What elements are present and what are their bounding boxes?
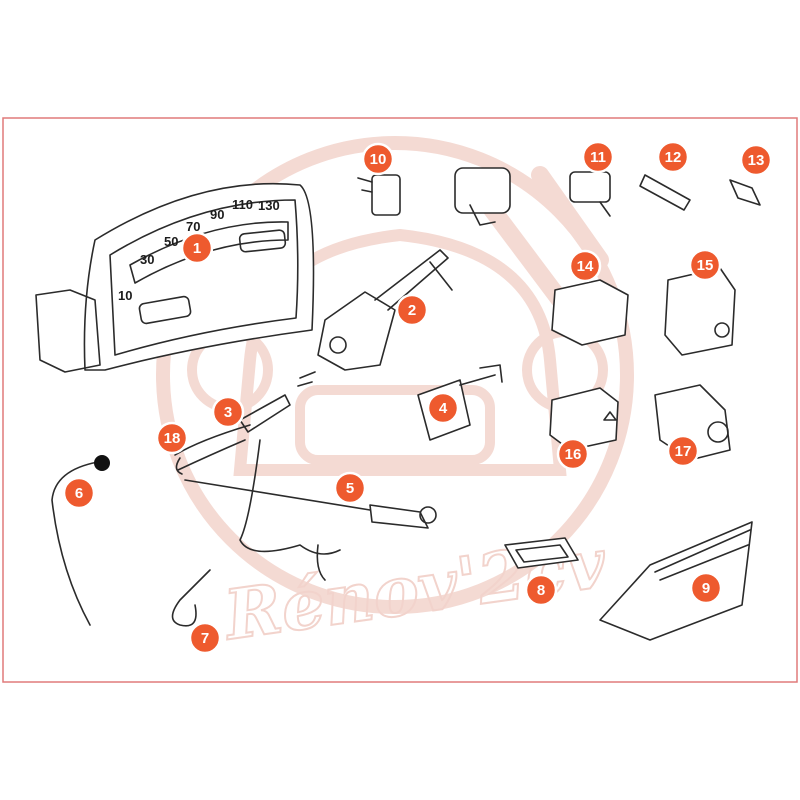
combination-switch-drawing (297, 249, 453, 387)
callout-12: 12 (656, 140, 690, 174)
callout-number: 11 (590, 149, 606, 166)
callout-badge (155, 421, 189, 455)
callout-badge (568, 249, 602, 283)
speedometer-drawing: 10 30 50 70 90 110 130 (35, 182, 315, 373)
callout-badge (62, 476, 96, 510)
callout-badge (333, 471, 367, 505)
callout-number: 6 (75, 485, 83, 502)
grille-trim-drawing (504, 537, 579, 569)
callout-9: 9 (689, 571, 723, 605)
callout-number: 10 (370, 151, 387, 168)
callout-number: 17 (675, 443, 692, 460)
rocker-switch-lamp-drawing (664, 267, 736, 356)
callout-3: 3 (211, 395, 245, 429)
callout-11: 11 (581, 140, 615, 174)
callout-number: 18 (164, 430, 181, 447)
sensor-drawing (729, 179, 761, 206)
cable-drawing (184, 439, 437, 581)
callout-badge (211, 395, 245, 429)
callout-13: 13 (739, 143, 773, 177)
connector-drawing (639, 174, 691, 211)
callout-2: 2 (395, 293, 429, 327)
callout-number: 9 (702, 580, 710, 597)
callout-number: 7 (201, 630, 209, 647)
glovebox-trim-drawing (599, 521, 753, 641)
callout-7: 7 (188, 621, 222, 655)
switch-drawing (569, 171, 611, 217)
callout-badge (666, 434, 700, 468)
callout-number: 1 (193, 240, 201, 257)
speedometer-tick: 30 (140, 252, 154, 267)
callout-8: 8 (524, 573, 558, 607)
callout-15: 15 (688, 248, 722, 282)
cable-tie-drawing (171, 569, 211, 627)
speedometer-tick: 10 (118, 288, 132, 303)
callout-number: 8 (537, 582, 545, 599)
callout-badge (739, 143, 773, 177)
speedometer-tick: 90 (210, 207, 224, 222)
callout-badge (656, 140, 690, 174)
callout-number: 15 (697, 257, 714, 274)
rod-knob-drawing (51, 455, 110, 626)
callout-badge (188, 621, 222, 655)
ignition-switch-drawing (357, 167, 511, 226)
callout-5: 5 (333, 471, 367, 505)
rocker-switch-drawing (551, 279, 629, 346)
callout-badge (361, 142, 395, 176)
callout-number: 3 (224, 404, 232, 421)
callout-10: 10 (361, 142, 395, 176)
callout-badge (688, 248, 722, 282)
callout-6: 6 (62, 476, 96, 510)
callout-badge (180, 231, 214, 265)
hazard-switch-drawing (549, 387, 619, 451)
callout-badge (395, 293, 429, 327)
callout-badge (426, 391, 460, 425)
callout-17: 17 (666, 434, 700, 468)
callout-18: 18 (155, 421, 189, 455)
speedometer-tick: 70 (186, 219, 200, 234)
callout-14: 14 (568, 249, 602, 283)
callout-number: 12 (665, 149, 682, 166)
speedometer-tick: 110 (232, 197, 253, 212)
callout-4: 4 (426, 391, 460, 425)
callout-badge (556, 437, 590, 471)
speedometer-tick: 130 (258, 198, 280, 213)
callout-number: 16 (565, 446, 582, 463)
callout-number: 5 (346, 480, 354, 497)
callout-number: 4 (439, 400, 448, 417)
callout-badge (689, 571, 723, 605)
callout-number: 13 (748, 152, 765, 169)
callout-1: 1 (180, 231, 214, 265)
speedometer-tick: 50 (164, 234, 178, 249)
callout-number: 2 (408, 302, 416, 319)
callout-16: 16 (556, 437, 590, 471)
callout-number: 14 (577, 258, 594, 275)
callout-badge (524, 573, 558, 607)
callout-badge (581, 140, 615, 174)
